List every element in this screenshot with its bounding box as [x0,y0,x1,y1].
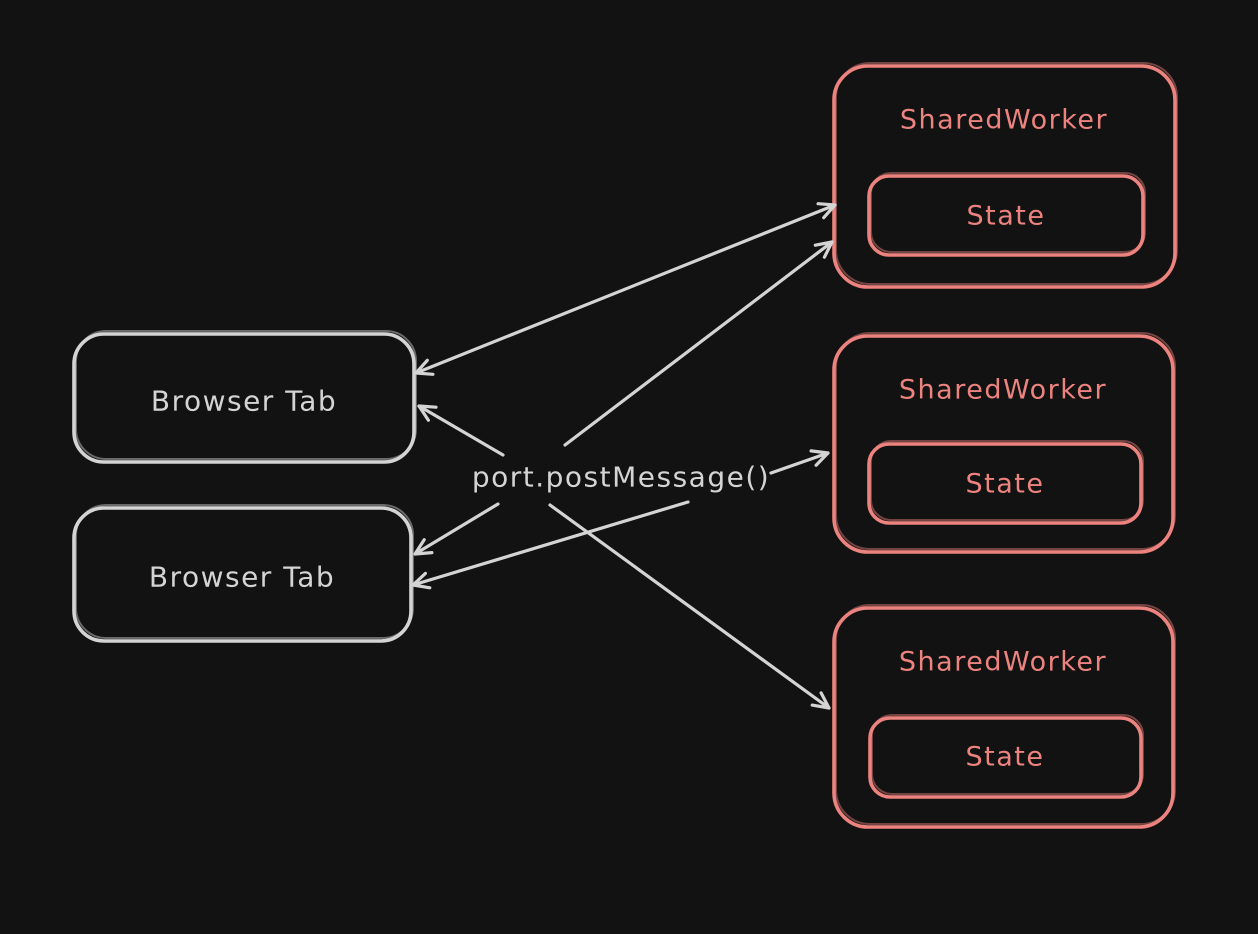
browser-tab-node-2[interactable]: Browser Tab [72,504,414,643]
state-box-3-ghost [871,714,1144,795]
arrow-line [417,404,505,457]
shared-worker-node-3[interactable]: SharedWorker State [832,604,1176,829]
shared-worker-title-2: SharedWorker [899,375,1107,406]
state-box-3[interactable] [868,716,1143,799]
shared-worker-node-2[interactable]: SharedWorker State [832,332,1176,554]
shared-worker-node-1[interactable]: SharedWorker State [832,62,1178,289]
browser-tab-box-2-ghost [75,504,414,639]
arrow-head [417,404,438,422]
arrow-head [413,538,434,556]
state-label-1: State [967,201,1046,232]
arrow-line [769,451,830,475]
arrow-line [548,503,831,710]
arrow-center-to-tab2-lower[interactable] [411,500,690,590]
state-label-3: State [966,742,1045,773]
arrow-line [563,240,834,447]
browser-tab-node-1[interactable]: Browser Tab [72,330,417,464]
browser-tab-label-1: Browser Tab [151,385,337,418]
arrow-head [411,571,432,590]
shared-worker-box-1-ghost [835,62,1178,285]
arrow-center-to-tab2-upper[interactable] [413,502,500,556]
shared-worker-title-1: SharedWorker [900,105,1108,136]
state-box-2-ghost [870,440,1144,521]
browser-tab-box-1-ghost [75,330,417,460]
arrow-line [414,203,837,375]
shared-worker-box-3[interactable] [832,606,1175,829]
arrow-tab1-worker1-bidirectional[interactable] [414,202,837,376]
browser-tab-box-2[interactable] [72,506,413,643]
arrow-center-to-tab1[interactable] [417,404,505,457]
browser-tab-box-1[interactable] [72,332,416,464]
post-message-label[interactable]: port.postMessage() [472,461,770,494]
browser-tab-label-2: Browser Tab [149,561,335,594]
arrow-head [414,358,435,376]
state-label-2: State [966,469,1045,500]
state-box-1[interactable] [867,174,1145,257]
shared-worker-box-3-ghost [835,604,1176,825]
arrow-line [411,500,690,587]
arrow-head [810,691,831,710]
arrow-head [816,202,837,220]
arrow-center-to-worker1[interactable] [563,240,834,447]
arrow-center-to-worker3[interactable] [548,503,831,710]
state-box-2[interactable] [867,442,1143,525]
shared-worker-title-3: SharedWorker [899,647,1107,678]
shared-worker-box-2[interactable] [832,334,1175,554]
shared-worker-box-2-ghost [835,332,1176,550]
arrow-center-to-worker2[interactable] [769,449,830,475]
arrow-line [413,502,500,556]
shared-worker-box-1[interactable] [832,64,1177,289]
state-box-1-ghost [870,172,1146,253]
arrow-head [809,449,830,467]
arrow-head [813,240,834,259]
